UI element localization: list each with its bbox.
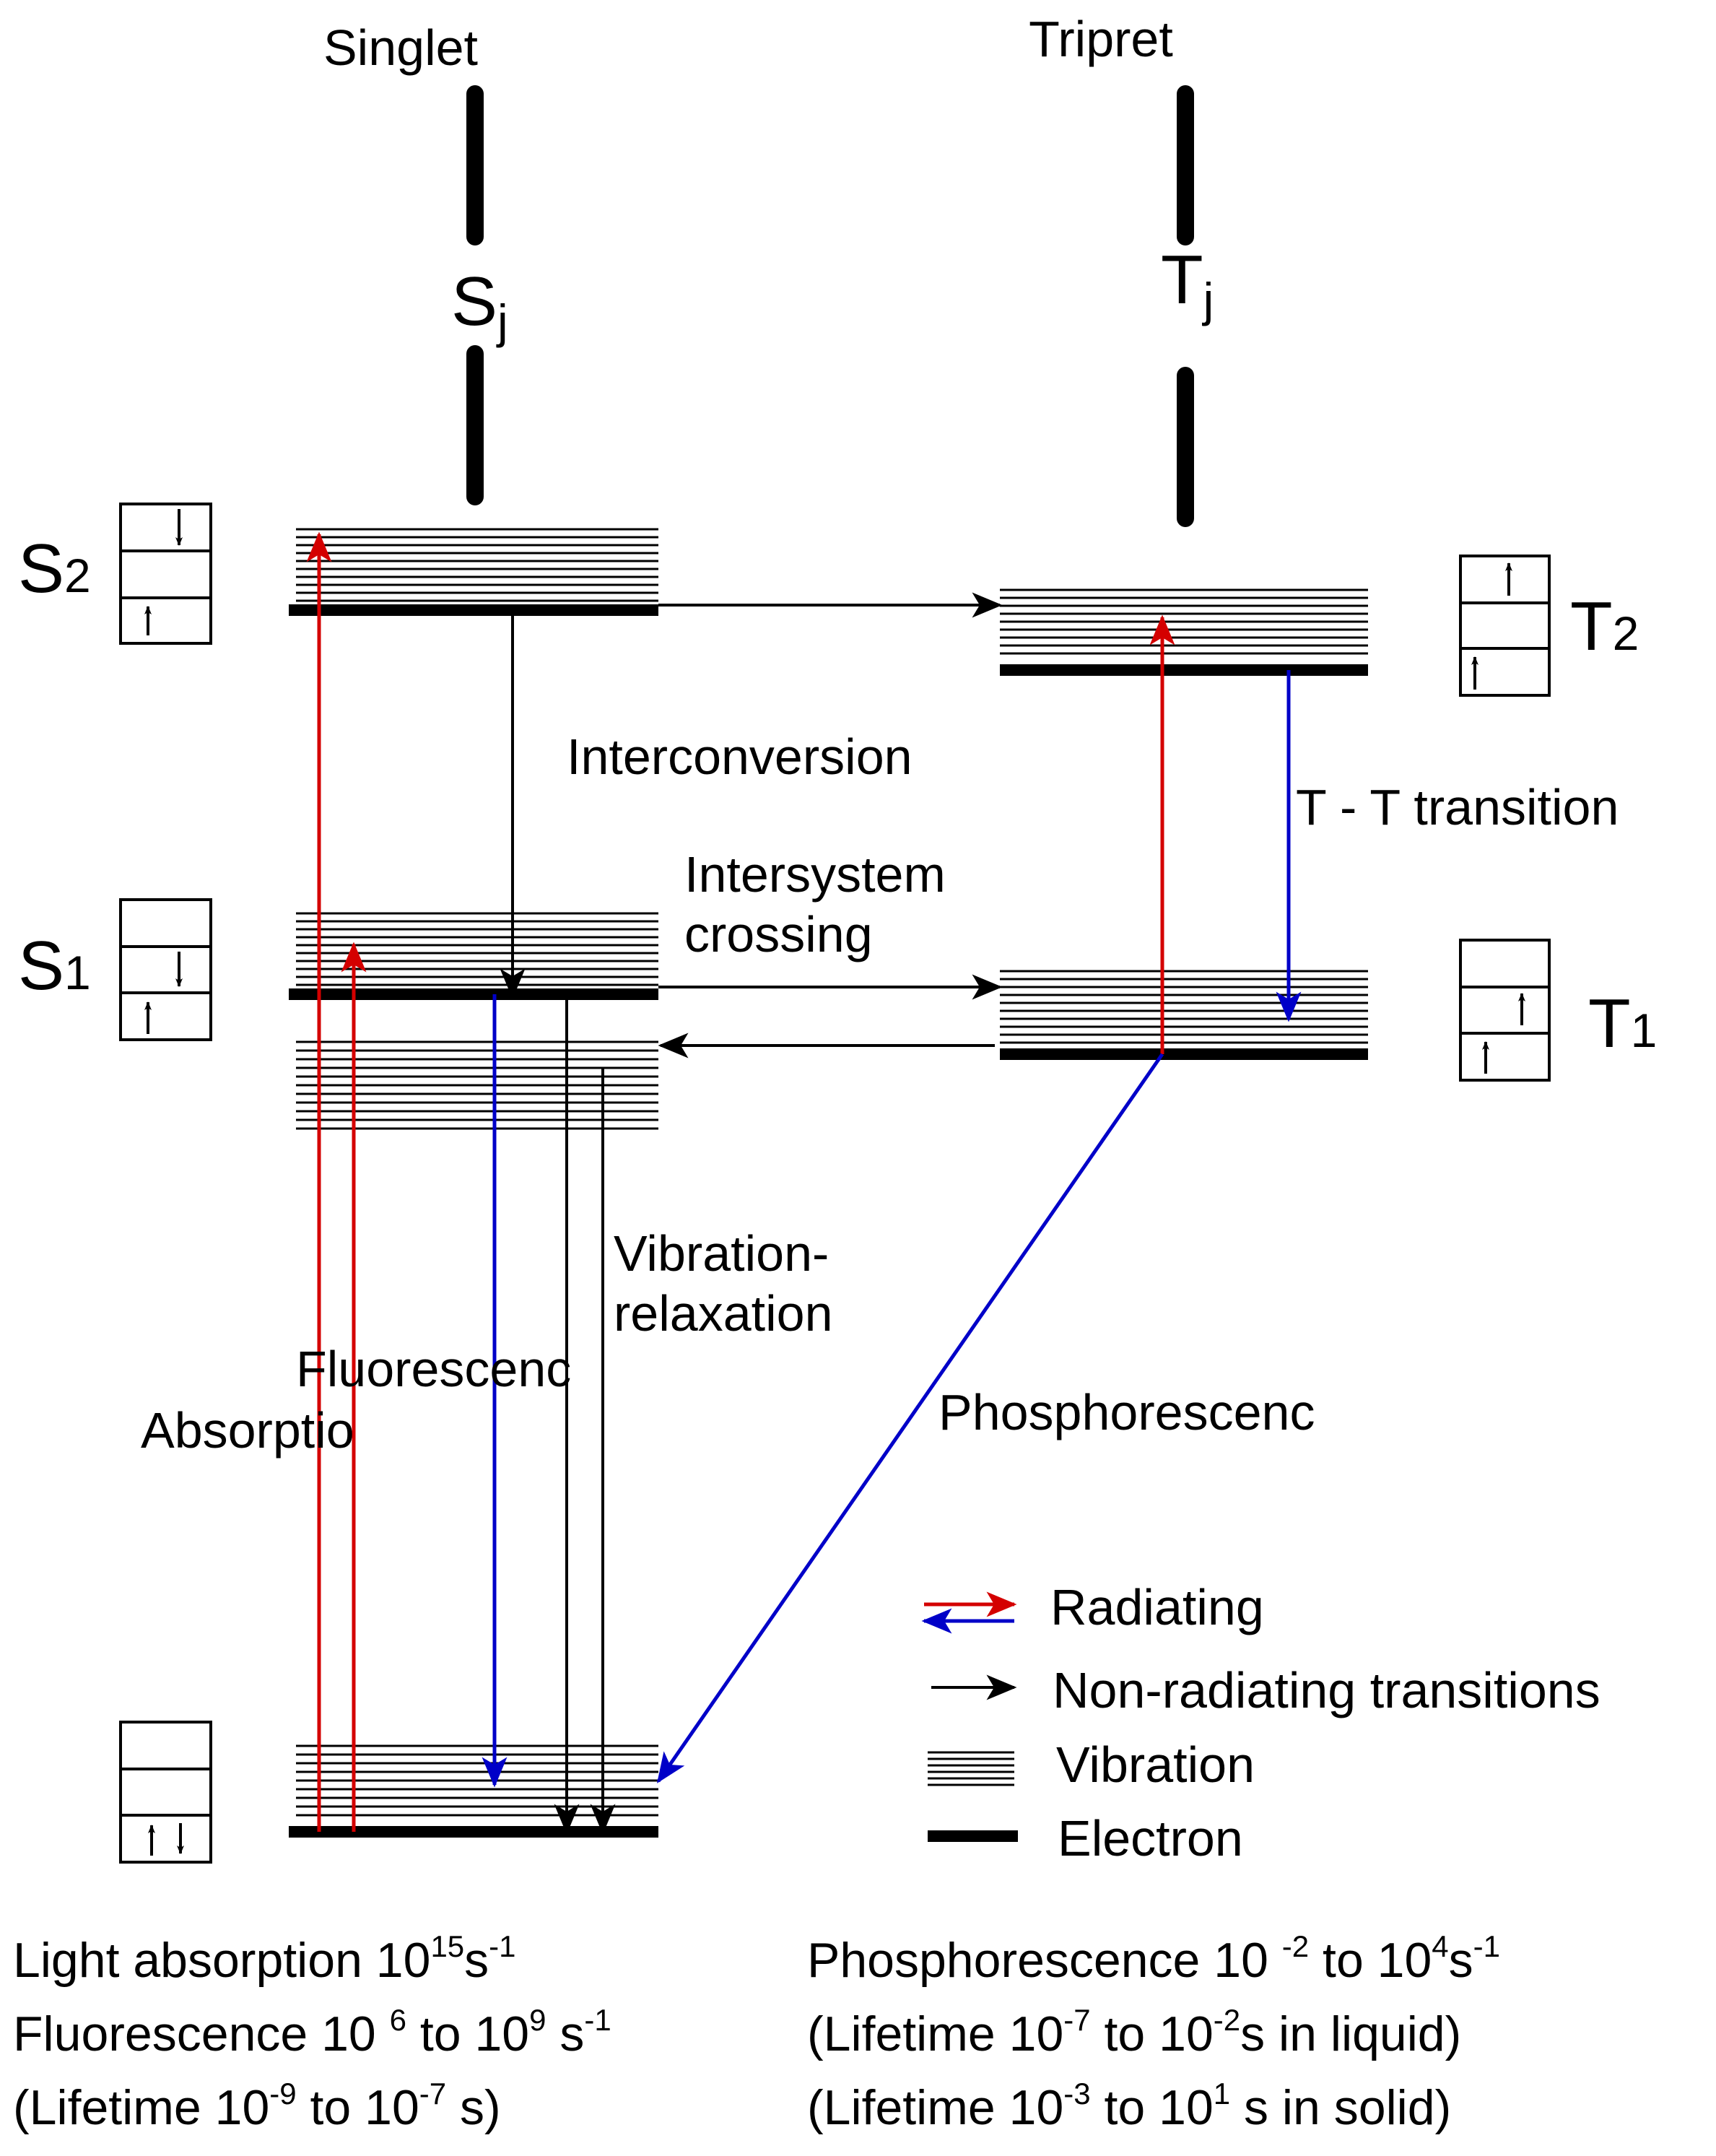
s1-lower-vibration-levels xyxy=(296,1040,658,1130)
s1-vibration-levels xyxy=(296,912,658,986)
absorption-label: Absorptio xyxy=(141,1402,354,1459)
s2-vibration-levels xyxy=(296,528,658,602)
t2-vibration-levels xyxy=(1000,588,1368,655)
t2-label: T xyxy=(1570,588,1613,665)
svg-text:T1: T1 xyxy=(1588,985,1657,1062)
sj-label: S xyxy=(451,263,497,340)
t1-label: T xyxy=(1588,985,1631,1062)
sj-higher-states: Sj xyxy=(451,85,508,505)
tt-transition-label: T - T transition xyxy=(1296,779,1619,835)
s0-vibration-levels xyxy=(296,1744,658,1817)
s1-label: S xyxy=(18,927,64,1004)
rate-line: Fluorescence 10 6 to 109 s-1 xyxy=(13,2003,611,2061)
svg-text:S2: S2 xyxy=(18,530,91,607)
t2-spin-box xyxy=(1459,555,1551,697)
sj-subscript: j xyxy=(496,295,508,348)
singlet-header: Singlet xyxy=(323,19,478,76)
legend-electron-label: Electron xyxy=(1058,1810,1243,1866)
t1-spin-box xyxy=(1459,939,1551,1082)
rate-line: (Lifetime 10-9 to 10-7 s) xyxy=(13,2077,501,2135)
s0-spin-box xyxy=(119,1721,212,1864)
legend-radiating-label: Radiating xyxy=(1050,1579,1264,1635)
rate-line: Phosphorescence 10 -2 to 104s-1 xyxy=(807,1929,1500,1988)
triplet-header: Tripret xyxy=(1029,11,1173,67)
svg-text:T2: T2 xyxy=(1570,588,1639,665)
legend-non-radiating-label: Non-radiating transitions xyxy=(1053,1662,1600,1718)
phosphorescence-arrow xyxy=(656,1053,1164,1783)
rate-line: (Lifetime 10-7 to 10-2s in liquid) xyxy=(807,2003,1461,2061)
intersystem-label-line1: Intersystem xyxy=(684,846,946,903)
svg-text:Tj: Tj xyxy=(1161,241,1214,326)
s2-spin-box xyxy=(119,503,212,645)
s1-subscript: 1 xyxy=(64,946,91,999)
vibration-label-line2: relaxation xyxy=(614,1285,833,1342)
rates-right-block: Phosphorescence 10 -2 to 104s-1 (Lifetime… xyxy=(807,1929,1500,2135)
tj-subscript: j xyxy=(1202,273,1214,326)
s2-subscript: 2 xyxy=(64,549,91,602)
s2-label: S xyxy=(18,530,64,607)
fluorescence-label: Fluorescenc xyxy=(296,1341,571,1397)
svg-text:Sj: Sj xyxy=(451,263,508,348)
phosphorescence-label: Phosphorescenc xyxy=(938,1384,1315,1440)
svg-text:S1: S1 xyxy=(18,927,91,1004)
tj-label: T xyxy=(1161,241,1203,318)
t2-subscript: 2 xyxy=(1613,607,1639,660)
t1-vibration-levels xyxy=(1000,970,1368,1044)
rate-line: Light absorption 1015s-1 xyxy=(13,1929,516,1988)
intersystem-label-line2: crossing xyxy=(684,906,873,962)
vibration-label-line1: Vibration- xyxy=(614,1225,829,1282)
s1-spin-box xyxy=(119,898,212,1041)
t1-subscript: 1 xyxy=(1631,1004,1658,1057)
rate-line: (Lifetime 10-3 to 101 s in solid) xyxy=(807,2077,1451,2135)
legend-vibration-label: Vibration xyxy=(1056,1736,1255,1793)
legend: Radiating Non-radiating transitions Vibr… xyxy=(921,1579,1600,1866)
legend-vibration-icon xyxy=(928,1751,1014,1786)
tj-higher-states: Tj xyxy=(1161,85,1214,527)
interconversion-label: Interconversion xyxy=(567,729,913,785)
